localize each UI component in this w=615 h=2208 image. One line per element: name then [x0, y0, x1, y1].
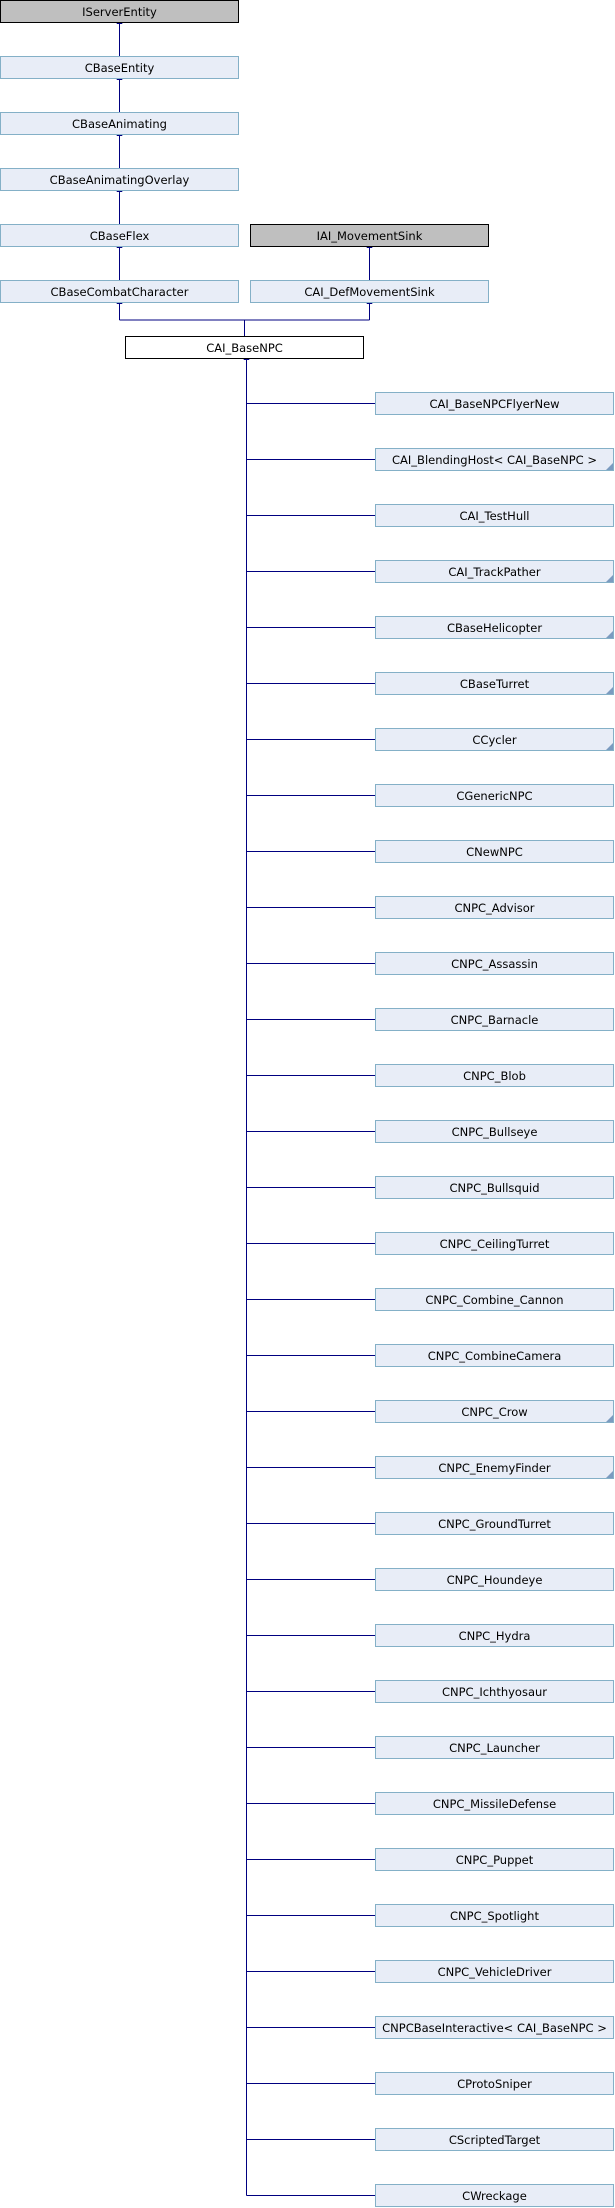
- derived-class-node[interactable]: CNPC_CombineCamera: [375, 1344, 614, 1367]
- derived-class-label: CNPC_Assassin: [451, 956, 538, 971]
- derived-class-label: CAI_BlendingHost< CAI_BaseNPC >: [392, 452, 597, 467]
- derived-class-node[interactable]: CNPC_GroundTurret: [375, 1512, 614, 1535]
- derived-class-label: CAI_BaseNPCFlyerNew: [429, 396, 560, 411]
- derived-class-label: CNPC_Bullsquid: [449, 1180, 540, 1195]
- derived-class-label: CNPC_Blob: [463, 1068, 526, 1083]
- derived-class-label: CAI_TrackPather: [448, 564, 541, 579]
- derived-class-node[interactable]: CNPC_CeilingTurret: [375, 1232, 614, 1255]
- derived-class-node[interactable]: CNPC_Bullseye: [375, 1120, 614, 1143]
- derived-class-label: CScriptedTarget: [448, 2132, 541, 2147]
- derived-class-node[interactable]: CNPC_Assassin: [375, 952, 614, 975]
- derived-class-node[interactable]: CNPC_Launcher: [375, 1736, 614, 1759]
- derived-class-label: CNPC_Hydra: [458, 1628, 531, 1643]
- derived-class-node[interactable]: CProtoSniper: [375, 2072, 614, 2095]
- derived-class-label: CNPC_Spotlight: [450, 1908, 539, 1923]
- derived-class-node[interactable]: CNPC_Spotlight: [375, 1904, 614, 1927]
- derived-class-label: CGenericNPC: [456, 788, 533, 803]
- has-subclasses-corner-icon: [606, 743, 613, 750]
- derived-class-label: CNPC_Ichthyosaur: [441, 1684, 548, 1699]
- derived-class-node[interactable]: CNewNPC: [375, 840, 614, 863]
- derived-class-node[interactable]: CNPC_Hydra: [375, 1624, 614, 1647]
- derived-class-label: CWreckage: [462, 2188, 527, 2203]
- derived-class-node[interactable]: CAI_TestHull: [375, 504, 614, 527]
- derived-class-node[interactable]: CWreckage: [375, 2184, 614, 2207]
- node-cbaseanimating[interactable]: CBaseAnimating: [0, 112, 239, 135]
- has-subclasses-corner-icon: [606, 687, 613, 694]
- node-cai-basenpc: CAI_BaseNPC: [125, 336, 364, 359]
- node-iai-movementsink[interactable]: IAI_MovementSink: [250, 224, 489, 247]
- derived-class-node[interactable]: CNPC_Combine_Cannon: [375, 1288, 614, 1311]
- derived-class-label: CNPC_CeilingTurret: [439, 1236, 550, 1251]
- derived-class-label: CNPC_Barnacle: [450, 1012, 539, 1027]
- has-subclasses-corner-icon: [606, 631, 613, 638]
- derived-class-node[interactable]: CNPC_Advisor: [375, 896, 614, 919]
- derived-class-label: CBaseTurret: [459, 676, 530, 691]
- derived-class-label: CNPC_Combine_Cannon: [425, 1292, 564, 1307]
- has-subclasses-corner-icon: [606, 575, 613, 582]
- derived-class-node[interactable]: CNPC_Blob: [375, 1064, 614, 1087]
- derived-class-label: CNPC_EnemyFinder: [438, 1460, 551, 1475]
- derived-class-label: CNPCBaseInteractive< CAI_BaseNPC >: [382, 2020, 607, 2035]
- derived-class-node[interactable]: CNPC_Puppet: [375, 1848, 614, 1871]
- derived-class-node[interactable]: CNPC_MissileDefense: [375, 1792, 614, 1815]
- derived-class-label: CNPC_VehicleDriver: [437, 1964, 552, 1979]
- has-subclasses-corner-icon: [606, 463, 613, 470]
- derived-class-node[interactable]: CNPC_Ichthyosaur: [375, 1680, 614, 1703]
- derived-class-node[interactable]: CNPCBaseInteractive< CAI_BaseNPC >: [375, 2016, 614, 2039]
- derived-class-label: CBaseHelicopter: [446, 620, 543, 635]
- derived-class-node[interactable]: CBaseHelicopter: [375, 616, 614, 639]
- node-iserverentity[interactable]: IServerEntity: [0, 0, 239, 23]
- derived-class-label: CNPC_GroundTurret: [438, 1516, 551, 1531]
- derived-class-node[interactable]: CNPC_Houndeye: [375, 1568, 614, 1591]
- derived-class-node[interactable]: CNPC_VehicleDriver: [375, 1960, 614, 1983]
- node-cbaseentity[interactable]: CBaseEntity: [0, 56, 239, 79]
- derived-class-node[interactable]: CAI_TrackPather: [375, 560, 614, 583]
- derived-class-label: CProtoSniper: [457, 2076, 532, 2091]
- has-subclasses-corner-icon: [606, 1471, 613, 1478]
- derived-class-label: CNPC_Bullseye: [451, 1124, 538, 1139]
- derived-class-node[interactable]: CNPC_Crow: [375, 1400, 614, 1423]
- derived-class-label: CCycler: [472, 732, 517, 747]
- derived-class-node[interactable]: CNPC_EnemyFinder: [375, 1456, 614, 1479]
- derived-class-node[interactable]: CGenericNPC: [375, 784, 614, 807]
- derived-class-node[interactable]: CScriptedTarget: [375, 2128, 614, 2151]
- derived-class-label: CNPC_Houndeye: [446, 1572, 543, 1587]
- derived-class-node[interactable]: CAI_BaseNPCFlyerNew: [375, 392, 614, 415]
- node-cai-defmovementsink[interactable]: CAI_DefMovementSink: [250, 280, 489, 303]
- derived-class-node[interactable]: CBaseTurret: [375, 672, 614, 695]
- derived-class-label: CNPC_Launcher: [449, 1740, 540, 1755]
- derived-class-label: CNPC_Crow: [461, 1404, 528, 1419]
- derived-class-label: CNPC_CombineCamera: [427, 1348, 562, 1363]
- node-cbaseflex[interactable]: CBaseFlex: [0, 224, 239, 247]
- derived-class-node[interactable]: CNPC_Barnacle: [375, 1008, 614, 1031]
- derived-class-label: CNPC_Puppet: [455, 1852, 534, 1867]
- derived-class-label: CAI_TestHull: [459, 508, 530, 523]
- has-subclasses-corner-icon: [606, 1415, 613, 1422]
- derived-class-label: CNPC_Advisor: [454, 900, 535, 915]
- derived-class-label: CNPC_MissileDefense: [432, 1796, 557, 1811]
- derived-class-node[interactable]: CNPC_Bullsquid: [375, 1176, 614, 1199]
- node-cbasecombatcharacter[interactable]: CBaseCombatCharacter: [0, 280, 239, 303]
- derived-class-node[interactable]: CAI_BlendingHost< CAI_BaseNPC >: [375, 448, 614, 471]
- node-cbaseanimatingoverlay[interactable]: CBaseAnimatingOverlay: [0, 168, 239, 191]
- derived-class-node[interactable]: CCycler: [375, 728, 614, 751]
- derived-class-label: CNewNPC: [466, 844, 523, 859]
